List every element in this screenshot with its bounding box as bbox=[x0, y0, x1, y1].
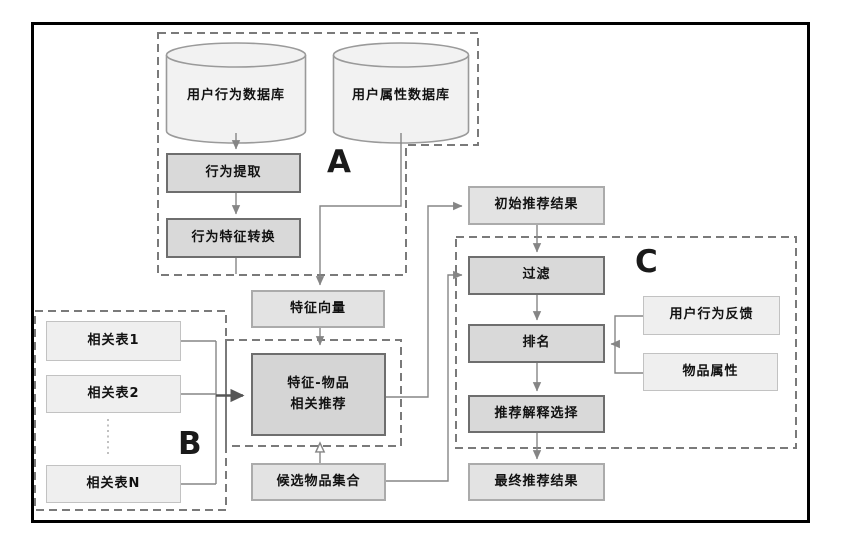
feature-item-line1: 特征-物品 bbox=[287, 375, 350, 391]
group-a-outline bbox=[157, 32, 479, 276]
node-related-table-2: 相关表2 bbox=[46, 375, 181, 413]
outer-border bbox=[31, 22, 810, 523]
user-attribute-database-label: 用户属性数据库 bbox=[351, 87, 450, 103]
feature-item-outline bbox=[225, 339, 402, 447]
arrow-candidate-to-filter bbox=[386, 270, 463, 482]
node-behavior-feature-conversion: 行为特征转换 bbox=[166, 218, 301, 258]
node-item-attributes: 物品属性 bbox=[643, 353, 778, 391]
node-behavior-extraction: 行为提取 bbox=[166, 153, 301, 193]
node-recommendation-explanation-selection: 推荐解释选择 bbox=[468, 395, 605, 433]
group-b-outline bbox=[34, 310, 227, 511]
group-c-label: C bbox=[635, 244, 658, 280]
user-behavior-database-cylinder bbox=[165, 42, 307, 144]
arrow-feature-item-to-initial-result bbox=[386, 201, 463, 398]
user-attribute-database-cylinder bbox=[332, 42, 470, 144]
diagram-canvas bbox=[31, 22, 810, 523]
arrow-db2-to-feature-vector bbox=[315, 133, 402, 286]
group-b-label: B bbox=[178, 426, 202, 462]
node-feature-item-recommendation: 特征-物品 相关推荐 bbox=[251, 353, 386, 436]
node-user-behavior-feedback: 用户行为反馈 bbox=[643, 296, 780, 335]
user-behavior-database-label: 用户行为数据库 bbox=[186, 87, 285, 103]
group-a-label: A bbox=[327, 144, 351, 180]
node-feature-vector: 特征向量 bbox=[251, 290, 385, 328]
node-related-table-n: 相关表N bbox=[46, 465, 181, 503]
node-initial-recommendation-result: 初始推荐结果 bbox=[468, 186, 605, 225]
node-ranking: 排名 bbox=[468, 324, 605, 363]
feedback-bracket bbox=[614, 315, 643, 374]
node-related-table-1: 相关表1 bbox=[46, 321, 181, 361]
related-tables-bus bbox=[181, 340, 217, 485]
node-candidate-item-set: 候选物品集合 bbox=[251, 463, 386, 501]
feature-item-line2: 相关推荐 bbox=[290, 396, 347, 412]
diagram-frame: 用户行为数据库 用户属性数据库 A B C 行为提取 行为特征转换 特征向量 特… bbox=[31, 22, 810, 523]
group-c-outline bbox=[455, 236, 797, 449]
node-filter: 过滤 bbox=[468, 256, 605, 295]
node-final-recommendation-result: 最终推荐结果 bbox=[468, 463, 605, 501]
